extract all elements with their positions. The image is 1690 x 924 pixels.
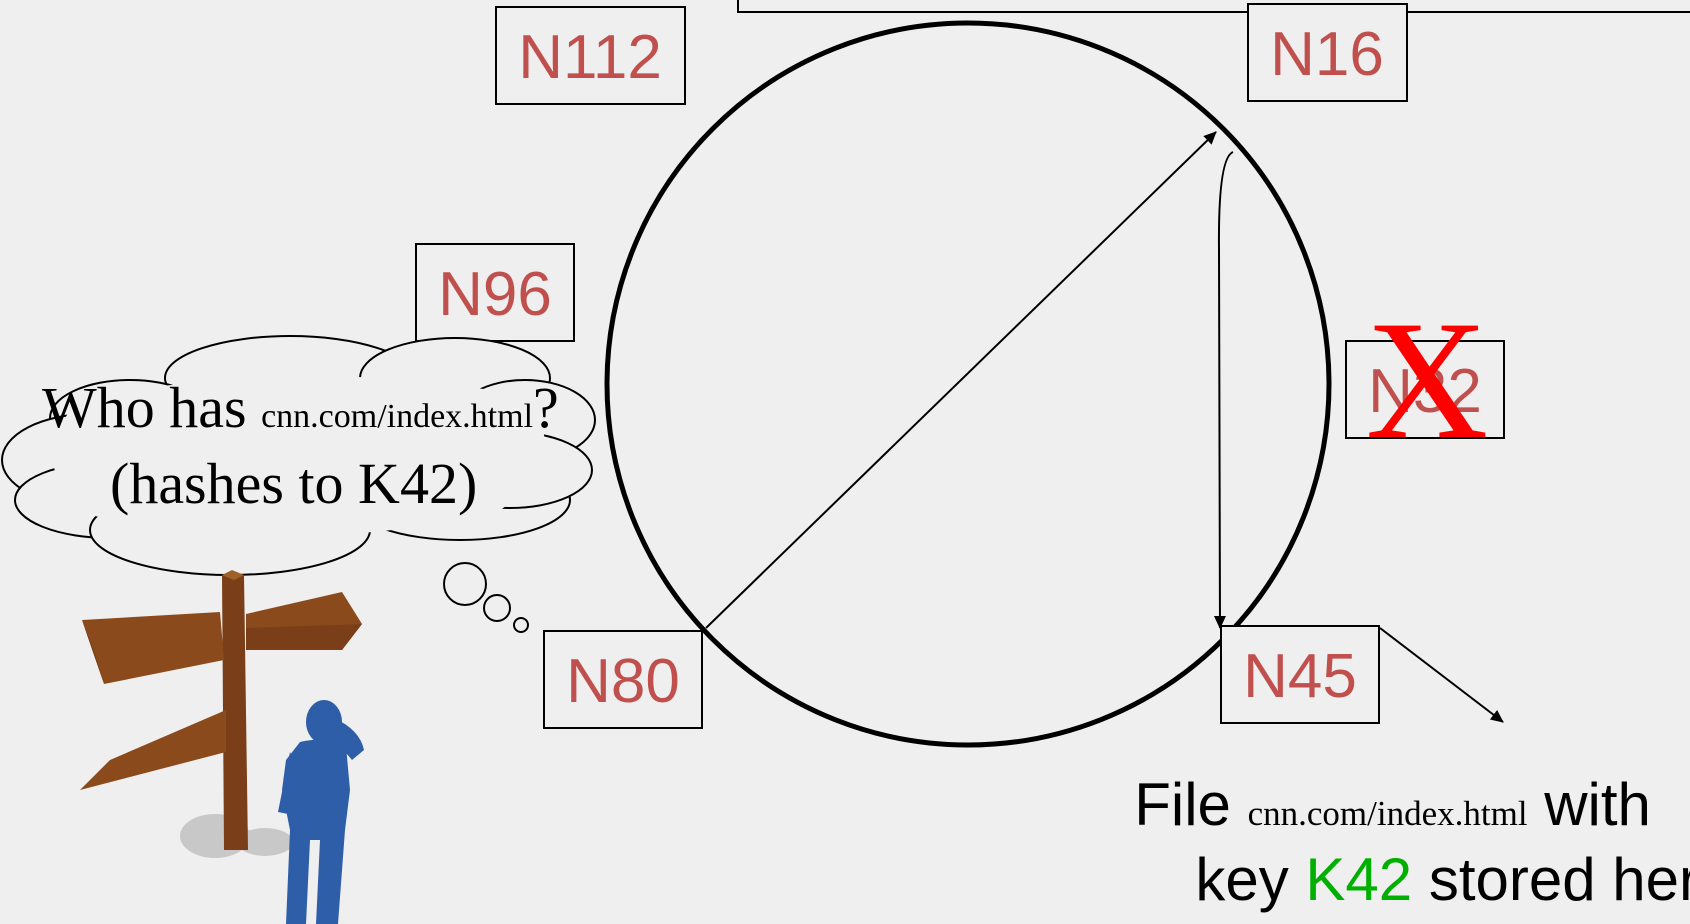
node-box	[1345, 340, 1505, 439]
failed-node-x-marker: X	[1366, 286, 1489, 474]
node-label: N96	[438, 260, 552, 329]
node-label: N112	[518, 23, 662, 92]
query-url: cnn.com/index.html	[261, 398, 533, 435]
node-box	[495, 6, 686, 105]
thought-cloud	[1, 335, 596, 576]
node-label: N32	[1368, 357, 1482, 426]
arrow-n45-to-file	[1379, 627, 1504, 723]
thought-bubbles	[443, 562, 529, 633]
caption-key-id: K42	[1305, 846, 1412, 913]
arrow-n80-to-n16	[705, 131, 1217, 629]
node-box	[415, 243, 575, 342]
node-n32: N32	[1345, 340, 1505, 439]
query-prefix: Who has	[42, 375, 261, 440]
node-n96: N96	[415, 243, 575, 342]
node-label: N45	[1243, 642, 1357, 711]
caption-with-word: with	[1528, 771, 1651, 838]
top-partial-box	[737, 0, 1690, 13]
chord-ring	[604, 20, 1332, 748]
caption-line-2: key K42 stored here	[1112, 846, 1690, 913]
signpost-icon	[80, 570, 362, 858]
node-n45: N45	[1220, 625, 1380, 724]
query-line-2: (hashes to K42)	[110, 451, 477, 516]
node-label: N16	[1270, 20, 1384, 89]
node-n80: N80	[543, 630, 703, 729]
node-box	[1220, 625, 1380, 724]
node-box	[1247, 3, 1408, 102]
caption-url: cnn.com/index.html	[1248, 794, 1528, 833]
arrow-n16-to-n45	[1213, 151, 1234, 629]
node-label: N80	[566, 647, 680, 716]
query-line-1: Who has cnn.com/index.html?	[22, 375, 571, 440]
person-icon	[278, 700, 364, 924]
node-box	[543, 630, 703, 729]
caption-stored-text: stored here	[1412, 846, 1690, 913]
node-n112: N112	[495, 6, 686, 105]
caption-line-1: File cnn.com/index.html with	[1112, 771, 1664, 838]
caption-file-word: File	[1134, 771, 1247, 838]
node-n16: N16	[1247, 3, 1408, 102]
caption-key-word: key	[1195, 846, 1305, 913]
query-suffix: ?	[533, 375, 559, 440]
